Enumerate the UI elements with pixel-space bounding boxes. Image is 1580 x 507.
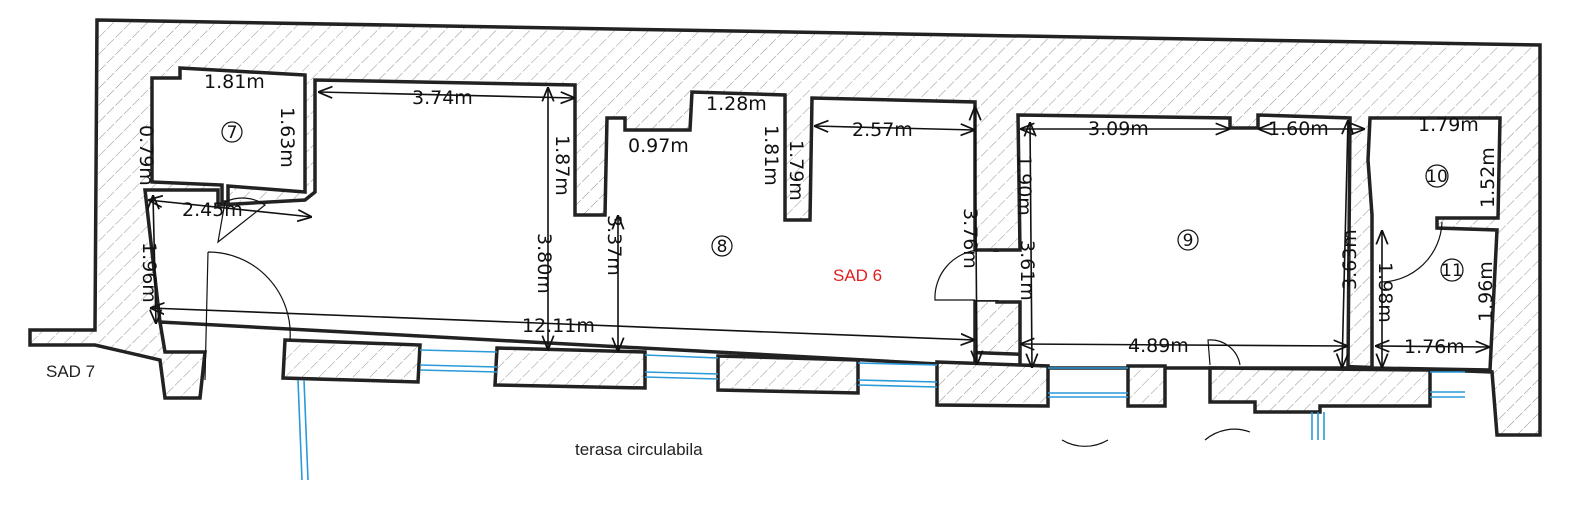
dim-r9-top-left: 3.09m: [1088, 118, 1149, 140]
dimension-labels: 1.81m 1.63m 0.79m 2.45m 1.96m 3.74m 1.87…: [135, 71, 1499, 358]
dim-r9-top-right: 1.60m: [1268, 118, 1329, 140]
dim-r8-recess1: 1.87m: [551, 135, 573, 196]
room-number-8: 8: [717, 237, 728, 257]
room-number-7: 7: [227, 123, 238, 143]
dim-r7-left: 0.79m: [135, 125, 157, 186]
room-number-11: 11: [1441, 261, 1463, 281]
dim-r10-right: 1.52m: [1477, 147, 1499, 208]
dim-corridor-left: 1.96m: [138, 242, 160, 303]
room-9: [995, 113, 1352, 370]
zone-label-sad7: SAD 7: [46, 362, 95, 381]
room-10-11: [1366, 116, 1502, 372]
dim-r8-height-right: 3.76m: [959, 208, 981, 269]
dim-r9-height-left: 3.61m: [1016, 240, 1038, 301]
dim-r8-top-right: 2.57m: [852, 119, 913, 141]
dim-r8-top-left: 3.74m: [412, 87, 473, 109]
dim-r8-recess2: 1.81m: [760, 125, 782, 186]
dim-r10-top: 1.79m: [1418, 114, 1479, 136]
windows: [297, 349, 1465, 481]
dim-r8-recess-w: 0.97m: [628, 135, 689, 157]
dim-r9-left-upper: 1.90m: [1013, 155, 1035, 216]
dim-r11-right: 1.96m: [1475, 261, 1497, 322]
dim-r8-height-mid: 3.37m: [603, 215, 625, 276]
dim-r9-height-right: 3.63m: [1339, 229, 1361, 290]
terrace-label: terasa circulabila: [575, 440, 703, 459]
facade-walls: [281, 338, 1432, 414]
dim-r8-recess3: 1.79m: [785, 140, 807, 201]
dim-corridor: 2.45m: [182, 199, 243, 221]
dim-r7-top: 1.81m: [204, 71, 265, 93]
dim-r8-top-mid: 1.28m: [706, 93, 767, 115]
dim-r11-left: 1.98m: [1374, 262, 1396, 323]
dim-r8-height-left: 3.80m: [533, 233, 555, 294]
room-numbers: [221, 121, 1464, 282]
dim-r11-bottom: 1.76m: [1404, 336, 1465, 358]
dim-r9-bottom: 4.89m: [1128, 335, 1189, 357]
dim-r7-right: 1.63m: [276, 107, 298, 168]
room-7: [150, 66, 307, 204]
zone-label-sad6: SAD 6: [833, 266, 882, 285]
dimension-lines: [148, 87, 1490, 368]
dim-total-length: 12.11m: [522, 315, 595, 337]
room-number-9: 9: [1183, 231, 1194, 251]
room-number-10: 10: [1426, 167, 1448, 187]
